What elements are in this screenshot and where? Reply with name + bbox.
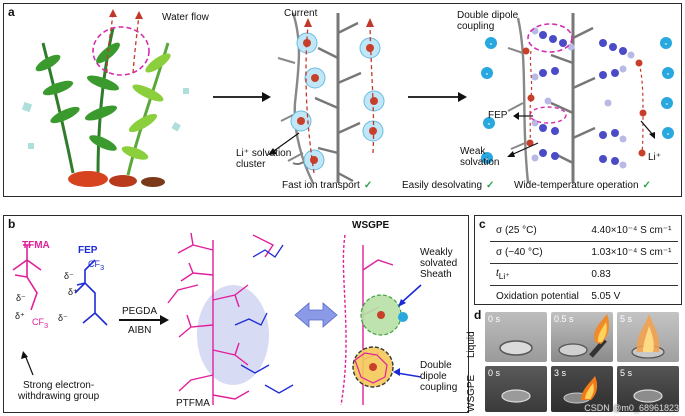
photo-wsgpe-0s: 0 s	[485, 366, 547, 412]
benefit-wide-temp: Wide-temperature operation✓	[514, 180, 651, 191]
delta-minus-2: δ⁻	[58, 313, 68, 323]
weak-solvation-label: Weak solvation	[460, 146, 500, 168]
panel-b	[3, 215, 469, 413]
prop-cell: σ (25 °C)	[490, 220, 586, 242]
table-row: tLi⁺ 0.83	[490, 263, 678, 286]
panel-b-label: b	[8, 217, 16, 231]
properties-table: σ (25 °C) 4.40×10⁻⁴ S cm⁻¹ σ (−40 °C) 1.…	[490, 220, 678, 307]
li-solvation-label: Li⁺ solvation cluster	[236, 148, 292, 170]
li-plus-label: Li⁺	[648, 152, 662, 163]
watermark: CSDN @m0_68961823	[584, 403, 679, 413]
cf3-label-tfma: CF3	[32, 317, 49, 330]
photo-liquid-5s: 5 s	[617, 312, 679, 362]
photo-wsgpe-3s: 3 s	[551, 366, 613, 412]
tfma-label: TFMA	[22, 240, 50, 251]
time-label: 5 s	[620, 368, 633, 378]
svg-text:-: -	[486, 154, 489, 163]
fep-label-a: FEP	[488, 110, 508, 121]
delta-minus-1: δ⁻	[64, 271, 74, 281]
check-icon: ✓	[642, 180, 651, 191]
svg-text:-: -	[486, 69, 489, 78]
li-ion-clusters	[268, 18, 385, 174]
benefit-fast-ion: Fast ion transport✓	[282, 180, 373, 191]
panel-d-label: d	[474, 308, 482, 322]
time-label: 0 s	[488, 314, 501, 324]
weakly-solvated-label: Weakly solvated Sheath	[420, 247, 458, 280]
water-flow-label: Water flow	[162, 12, 209, 23]
delta-plus-1: δ⁺	[68, 287, 78, 297]
polymer-chain-right-icon	[507, 13, 596, 184]
fep-molecules-icon	[522, 23, 647, 169]
aibn-label: AIBN	[128, 325, 152, 336]
value-cell: 1.03×10⁻⁴ S cm⁻¹	[585, 241, 678, 264]
row-label-liquid: Liquid	[466, 331, 477, 358]
check-icon: ✓	[363, 180, 373, 191]
value-cell: 5.05 V	[591, 291, 621, 302]
value-cell: 0.83	[585, 263, 678, 286]
svg-text:-: -	[666, 99, 669, 108]
table-row: σ (−40 °C) 1.03×10⁻⁴ S cm⁻¹	[490, 241, 678, 264]
prop-cell: tLi⁺	[490, 263, 586, 286]
value-cell: 4.40×10⁻⁴ S cm⁻¹	[585, 220, 678, 242]
table-row: σ (25 °C) 4.40×10⁻⁴ S cm⁻¹	[490, 220, 678, 242]
current-label: Current	[284, 8, 318, 19]
svg-text:-: -	[667, 69, 670, 78]
table-row: Oxidation potential 5.05 V	[490, 286, 678, 308]
photo-liquid-05s: 0.5 s	[551, 312, 613, 362]
svg-text:-: -	[665, 39, 668, 48]
panel-c	[474, 215, 682, 305]
cf3-label-fep: CF3	[88, 259, 105, 272]
panel-a	[3, 3, 682, 197]
wsgpe-label: WSGPE	[352, 220, 390, 231]
benefit-desolvating: Easily desolvating✓	[402, 180, 495, 191]
photo-liquid-0s: 0 s	[485, 312, 547, 362]
photo-wsgpe-5s: 5 s	[617, 366, 679, 412]
double-dipole-label: Double dipole coupling	[457, 10, 519, 32]
double-dipole-b-label: Double dipole coupling	[420, 360, 458, 393]
row-label-wsgpe: WSGPE	[466, 374, 477, 412]
panel-a-label: a	[8, 5, 15, 19]
prop-cell: Oxidation potential	[496, 291, 579, 302]
time-label: 5 s	[620, 314, 633, 324]
time-label: 3 s	[554, 368, 567, 378]
time-label: 0.5 s	[554, 314, 574, 324]
delta-minus-3: δ⁻	[16, 293, 26, 303]
prop-cell: σ (−40 °C)	[490, 241, 586, 264]
panel-b-illustration	[12, 232, 422, 406]
ewg-label: Strong electron- withdrawing group	[18, 380, 100, 402]
check-icon: ✓	[486, 180, 495, 191]
delta-plus-2: δ⁺	[15, 311, 25, 321]
pegda-label: PEGDA	[122, 306, 158, 317]
anion-icons: - - - - - - - -	[481, 37, 674, 164]
svg-text:-: -	[488, 119, 491, 128]
fep-label-b: FEP	[78, 245, 98, 256]
seaweed-icon	[21, 9, 189, 187]
svg-text:-: -	[667, 129, 670, 138]
time-label: 0 s	[488, 368, 501, 378]
panel-a-illustration: - - - - - - - -	[21, 9, 674, 187]
ptfma-label: PTFMA	[176, 398, 210, 409]
svg-text:-: -	[490, 39, 493, 48]
panel-c-label: c	[479, 217, 486, 231]
